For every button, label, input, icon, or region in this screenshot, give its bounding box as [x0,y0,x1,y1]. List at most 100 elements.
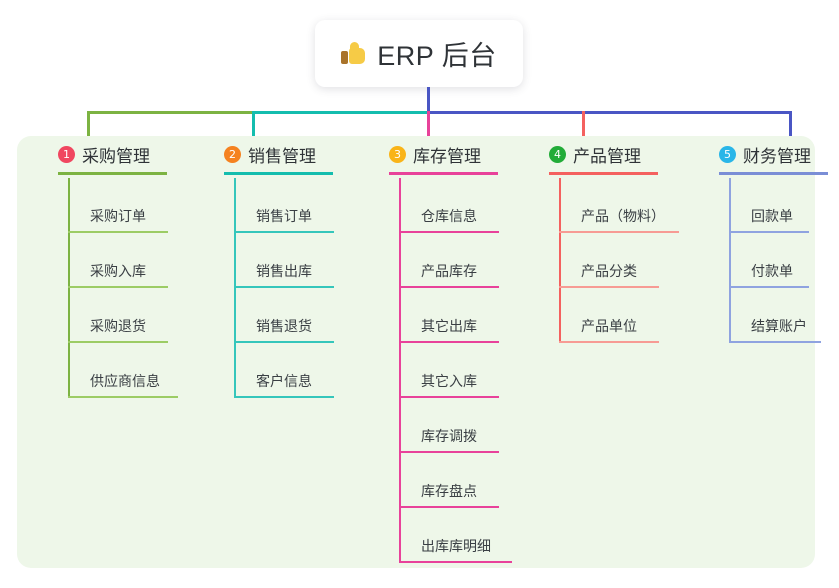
bus-segment-blue [428,111,792,114]
root-node-title: ERP 后台 [377,41,497,71]
list-item[interactable]: 采购入库 [68,233,202,288]
column-sales: 2 销售管理 销售订单 销售出库 销售退货 客户信息 [203,136,368,398]
list-item-underline [68,341,168,343]
list-item-underline [68,231,168,233]
drop-line-5 [789,111,792,149]
column-underline [549,172,658,175]
thumbs-up-icon [341,41,367,67]
list-item-underline [559,231,679,233]
list-item-label: 库存调拨 [421,428,477,444]
list-item[interactable]: 产品单位 [559,288,693,343]
drop-line-4 [582,111,585,149]
column-items: 销售订单 销售出库 销售退货 客户信息 [234,178,368,398]
bus-segment-green [87,111,254,114]
column-underline [224,172,333,175]
list-item[interactable]: 销售出库 [234,233,368,288]
content-panel [17,136,815,568]
column-underline [719,172,828,175]
list-item-underline [729,286,809,288]
column-items: 产品（物料） 产品分类 产品单位 [559,178,693,343]
column-rail [399,178,401,563]
drop-line-3 [427,111,430,149]
column-rail [729,178,731,343]
list-item-underline [559,286,659,288]
list-item-underline [234,231,334,233]
column-badge: 3 [389,145,406,163]
list-item[interactable]: 库存调拨 [399,398,533,453]
list-item[interactable]: 采购订单 [68,178,202,233]
list-item-label: 客户信息 [256,373,312,389]
column-header[interactable]: 5 财务管理 [698,136,839,172]
column-items: 仓库信息 产品库存 其它出库 其它入库 库存调拨 库存盘点 [399,178,533,563]
list-item-label: 仓库信息 [421,208,477,224]
list-item-label: 产品（物料） [581,208,665,224]
list-item-underline [559,341,659,343]
column-badge: 4 [549,145,566,163]
list-item-label: 产品分类 [581,263,637,279]
column-items: 回款单 付款单 结算账户 [729,178,839,343]
list-item-underline [399,341,499,343]
list-item-label: 库存盘点 [421,483,477,499]
list-item[interactable]: 销售订单 [234,178,368,233]
list-item[interactable]: 其它出库 [399,288,533,343]
column-badge: 1 [58,145,75,163]
list-item-underline [729,341,821,343]
list-item-label: 产品库存 [421,263,477,279]
column-rail [68,178,70,398]
column-inventory: 3 库存管理 仓库信息 产品库存 其它出库 其它入库 库存调拨 [368,136,533,563]
column-badge: 2 [224,145,241,163]
list-item-underline [68,286,168,288]
list-item[interactable]: 客户信息 [234,343,368,398]
list-item-label: 供应商信息 [90,373,160,389]
drop-line-1 [87,111,90,149]
list-item[interactable]: 供应商信息 [68,343,202,398]
list-item-underline [234,396,334,398]
list-item-underline [234,286,334,288]
column-title: 库存管理 [413,146,481,166]
list-item-label: 采购订单 [90,208,146,224]
column-header[interactable]: 1 采购管理 [37,136,202,172]
list-item[interactable]: 其它入库 [399,343,533,398]
column-title: 采购管理 [82,146,150,166]
column-header[interactable]: 4 产品管理 [528,136,693,172]
list-item-underline [399,286,499,288]
column-rail [234,178,236,398]
list-item-label: 回款单 [751,208,793,224]
list-item-label: 销售订单 [256,208,312,224]
list-item-label: 销售出库 [256,263,312,279]
list-item-underline [729,231,809,233]
list-item[interactable]: 仓库信息 [399,178,533,233]
list-item[interactable]: 采购退货 [68,288,202,343]
list-item[interactable]: 回款单 [729,178,839,233]
list-item[interactable]: 结算账户 [729,288,839,343]
list-item-underline [399,231,499,233]
column-items: 采购订单 采购入库 采购退货 供应商信息 [68,178,202,398]
list-item-label: 结算账户 [751,318,807,334]
list-item-label: 其它入库 [421,373,477,389]
list-item-underline [399,396,499,398]
list-item-underline [399,506,499,508]
list-item[interactable]: 销售退货 [234,288,368,343]
column-title: 产品管理 [573,146,641,166]
list-item[interactable]: 库存盘点 [399,453,533,508]
column-finance: 5 财务管理 回款单 付款单 结算账户 [698,136,839,343]
column-title: 销售管理 [248,146,316,166]
list-item-label: 付款单 [751,263,793,279]
list-item[interactable]: 产品分类 [559,233,693,288]
list-item[interactable]: 产品库存 [399,233,533,288]
root-node-card[interactable]: ERP 后台 [315,20,523,87]
list-item[interactable]: 出库库明细 [399,508,533,563]
column-badge: 5 [719,145,736,163]
list-item[interactable]: 产品（物料） [559,178,693,233]
column-underline [58,172,167,175]
column-header[interactable]: 3 库存管理 [368,136,533,172]
list-item-label: 销售退货 [256,318,312,334]
drop-line-2 [252,111,255,149]
list-item-label: 产品单位 [581,318,637,334]
list-item[interactable]: 付款单 [729,233,839,288]
column-title: 财务管理 [743,146,811,166]
column-header[interactable]: 2 销售管理 [203,136,368,172]
list-item-label: 其它出库 [421,318,477,334]
list-item-underline [68,396,178,398]
